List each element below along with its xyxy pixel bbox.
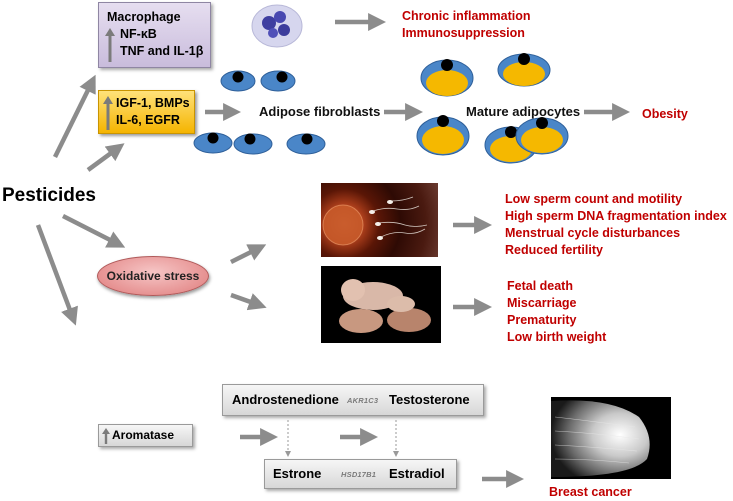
pesticides-label: Pesticides <box>2 185 96 206</box>
macrophage-title: Macrophage <box>107 10 181 24</box>
arrow-pesticides-macrophage <box>52 74 96 158</box>
macrophage-cell-icon <box>251 4 303 48</box>
macrophage-box: Macrophage NF-κB TNF and IL-1β <box>98 2 211 68</box>
pregnancy-effect-item: Miscarriage <box>507 296 577 310</box>
arrow-oxidative-baby <box>230 292 267 311</box>
pregnancy-effect-item: Low birth weight <box>507 330 607 344</box>
fertility-effect-item: Low sperm count and motility <box>505 192 683 206</box>
fibroblast-cell <box>286 133 326 155</box>
sperm-egg-photo <box>321 183 438 257</box>
obesity-label: Obesity <box>642 107 688 121</box>
fibroblast-cell <box>233 133 273 155</box>
fertility-effect-item: Reduced fertility <box>505 243 603 257</box>
adipocyte-cell <box>416 115 470 156</box>
arrow-oxidative-sperm <box>229 244 267 265</box>
growth-factors-box: IGF-1, BMPs IL-6, EGFR <box>98 90 195 134</box>
macrophage-cytokines: TNF and IL-1β <box>120 44 204 58</box>
arrow-pesticides-down <box>35 224 78 326</box>
aromatase-box: Aromatase <box>98 424 193 447</box>
fibroblast-cell <box>220 70 256 92</box>
fertility-effects-list: Low sperm count and motility High sperm … <box>505 191 727 259</box>
growth-factors-line1: IGF-1, BMPs <box>116 96 190 110</box>
estrone-label: Estrone <box>273 466 322 481</box>
up-arrow-icon <box>103 96 113 130</box>
fibroblast-cell <box>193 132 233 154</box>
immunosuppression-text: Immunosuppression <box>402 26 525 40</box>
akr1c3-label: AKR1C3 <box>347 396 379 405</box>
adipocyte-cell <box>497 53 551 87</box>
fertility-effect-item: Menstrual cycle disturbances <box>505 226 681 240</box>
mature-adipocytes-label: Mature adipocytes <box>466 104 581 119</box>
arrow-pesticides-oxidative <box>61 213 126 248</box>
oxidative-stress-label: Oxidative stress <box>106 269 200 283</box>
growth-factors-line2: IL-6, EGFR <box>116 113 180 127</box>
pregnancy-effect-item: Fetal death <box>507 279 573 293</box>
fertility-effect-item: High sperm DNA fragmentation index <box>505 209 727 223</box>
aromatase-label: Aromatase <box>112 428 175 442</box>
chronic-inflammation-text: Chronic inflammation <box>402 9 531 23</box>
adipocyte-cells <box>416 53 569 164</box>
fibroblast-cell <box>260 70 296 92</box>
estradiol-label: Estradiol <box>389 466 445 481</box>
breast-cancer-label: Breast cancer <box>549 485 632 499</box>
androstenedione-label: Androstenedione <box>232 392 339 407</box>
adipocyte-cell <box>420 59 474 97</box>
testosterone-label: Testosterone <box>389 392 470 407</box>
pregnancy-effects-list: Fetal death Miscarriage Prematurity Low … <box>507 278 606 346</box>
up-arrow-icon <box>105 28 115 62</box>
baby-hands-photo <box>321 266 441 343</box>
inflammation-outcome: Chronic inflammation Immunosuppression <box>402 8 530 42</box>
macrophage-nfkb: NF-κB <box>120 27 157 41</box>
adipocyte-cell <box>515 117 569 155</box>
pregnancy-effect-item: Prematurity <box>507 313 577 327</box>
fibroblast-cells <box>193 70 326 155</box>
hsd17b1-label: HSD17B1 <box>341 470 377 479</box>
estrogen-box: Estrone HSD17B1 Estradiol <box>264 459 457 489</box>
androgen-box: Androstenedione AKR1C3 Testosterone <box>222 384 484 416</box>
arrow-pesticides-growth <box>86 143 125 172</box>
adipose-fibroblasts-label: Adipose fibroblasts <box>259 104 381 119</box>
oxidative-stress-node: Oxidative stress <box>97 256 209 296</box>
mammogram-photo <box>551 397 671 479</box>
up-arrow-icon <box>102 428 110 444</box>
